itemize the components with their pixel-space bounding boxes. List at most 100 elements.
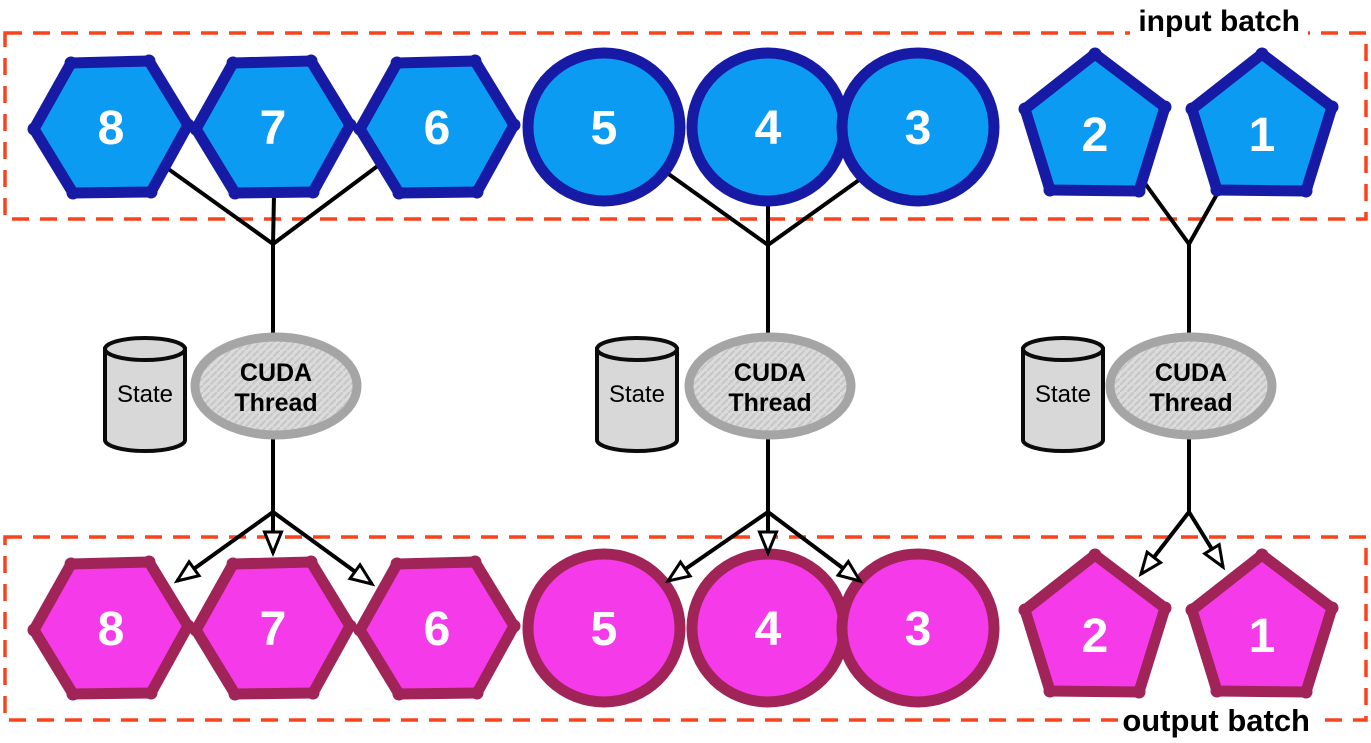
- arrowhead-icon: [173, 559, 202, 584]
- output-item-2: 2: [1018, 548, 1172, 699]
- vertex-knob: [1210, 684, 1224, 698]
- vertex-knob: [1325, 601, 1339, 615]
- output-pentagon: [1019, 549, 1171, 698]
- input-fanin-line: [158, 161, 275, 246]
- output-number: 1: [1249, 610, 1276, 663]
- input-number: 2: [1082, 109, 1109, 162]
- vertex-knob: [390, 557, 404, 571]
- state-cylinder-body: [595, 347, 679, 453]
- vertex-knob: [144, 185, 158, 199]
- vertex-knob: [226, 557, 240, 571]
- vertex-knob: [64, 56, 78, 70]
- output-batch-box: [3, 535, 1368, 722]
- output-item-1: 1: [1185, 548, 1339, 699]
- vertex-knob: [304, 54, 318, 68]
- arrowhead-icon: [1138, 549, 1164, 578]
- cuda-thread-label-line1: CUDA: [240, 359, 312, 387]
- vertex-knob: [1185, 603, 1199, 617]
- vertex-knob: [1043, 684, 1057, 698]
- vertex-knob: [142, 54, 156, 68]
- output-item-8: 8: [27, 555, 195, 701]
- vertex-knob: [144, 686, 158, 700]
- input-fanin-line: [661, 168, 770, 247]
- cuda-thread-ellipse: [1105, 332, 1277, 440]
- arrowhead-icon: [1202, 542, 1226, 571]
- input-number: 4: [755, 102, 782, 155]
- cuda-thread-label-line1: CUDA: [1155, 359, 1227, 387]
- vertex-knob: [470, 686, 484, 700]
- input-fanin-line: [271, 160, 385, 246]
- vertex-knob: [66, 186, 80, 200]
- vertex-knob: [392, 186, 406, 200]
- vertex-knob: [228, 687, 242, 701]
- vertex-knob: [343, 619, 357, 633]
- cuda-thread-label-line2: Thread: [1149, 389, 1232, 417]
- state-cylinder-top: [595, 336, 679, 362]
- input-number: 3: [905, 102, 932, 155]
- output-circle: [522, 548, 686, 708]
- state-cylinder-top: [1021, 336, 1105, 362]
- input-number: 7: [260, 102, 287, 155]
- input-item-3: 3: [836, 47, 1000, 207]
- vertex-knob: [1043, 183, 1057, 197]
- input-batch-label: input batch: [1138, 5, 1300, 38]
- output-number: 3: [905, 603, 932, 656]
- vertex-knob: [1088, 47, 1102, 61]
- vertex-knob: [142, 555, 156, 569]
- input-circle: [522, 47, 686, 207]
- vertex-knob: [392, 687, 406, 701]
- input-batch-box: [3, 31, 1368, 221]
- vertex-knob: [189, 623, 203, 637]
- output-number: 8: [98, 603, 125, 656]
- output-number: 7: [260, 603, 287, 656]
- cuda-thread-label-line2: Thread: [728, 389, 811, 417]
- vertex-knob: [27, 623, 41, 637]
- cuda-thread-label-line1: CUDA: [734, 359, 806, 387]
- input-fanin-line: [271, 194, 276, 245]
- vertex-knob: [1299, 184, 1313, 198]
- input-fanin-line: [766, 168, 875, 247]
- output-batch-label: output batch: [1122, 703, 1310, 738]
- vertex-knob: [226, 56, 240, 70]
- vertex-knob: [1088, 548, 1102, 562]
- input-label-backing: [1130, 5, 1308, 36]
- output-number: 2: [1082, 610, 1109, 663]
- vertex-knob: [1325, 100, 1339, 114]
- state-cylinder-top: [103, 336, 187, 362]
- vertex-knob: [1018, 102, 1032, 116]
- output-label-backing: [1120, 704, 1318, 735]
- state-label: State: [609, 381, 665, 408]
- vertex-knob: [1018, 603, 1032, 617]
- output-number: 6: [424, 603, 451, 656]
- arrowhead-icon: [835, 558, 864, 584]
- vertex-knob: [1185, 102, 1199, 116]
- output-item-7: 7: [189, 555, 357, 701]
- vertex-knob: [353, 623, 367, 637]
- vertex-knob: [343, 118, 357, 132]
- output-number: 5: [591, 603, 618, 656]
- vertex-knob: [64, 557, 78, 571]
- output-number: 4: [755, 603, 782, 656]
- vertex-knob: [304, 555, 318, 569]
- vertex-knob: [353, 122, 367, 136]
- input-pentagon: [1186, 48, 1338, 197]
- input-item-8: 8: [27, 54, 195, 200]
- vertex-knob: [1132, 685, 1146, 699]
- input-number: 1: [1249, 109, 1276, 162]
- input-fanin-line: [1187, 186, 1223, 245]
- input-pentagon: [1019, 48, 1171, 197]
- output-circle: [836, 548, 1000, 708]
- arrowhead-icon: [262, 530, 284, 557]
- input-item-4: 4: [686, 47, 850, 207]
- arrowhead-icon: [664, 559, 693, 584]
- state-cylinder-body: [103, 347, 187, 453]
- vertex-knob: [189, 122, 203, 136]
- vertex-knob: [1158, 601, 1172, 615]
- output-item-6: 6: [353, 555, 521, 701]
- vertex-knob: [228, 186, 242, 200]
